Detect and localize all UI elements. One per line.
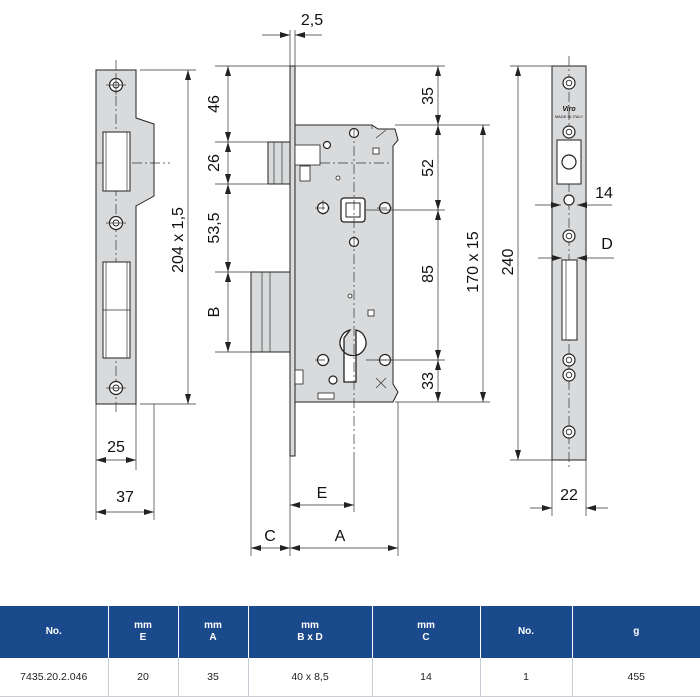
upper-52-label: 52: [420, 159, 437, 177]
cell-article-number: 7435.20.2.046: [0, 658, 109, 697]
cell-c: 14: [372, 658, 481, 697]
forend: [289, 65, 296, 457]
bolt-b-label: B: [206, 307, 223, 318]
dim-a-label: A: [335, 528, 346, 545]
thickness-label: 2,5: [301, 12, 323, 29]
col-header-number: No.: [0, 606, 109, 658]
dim-e-label: E: [317, 485, 328, 502]
cell-bxd: 40 x 8,5: [248, 658, 373, 697]
brand-logo: Viro: [562, 106, 576, 113]
strike-d-label: D: [601, 236, 613, 253]
lower-33-label: 33: [420, 372, 437, 390]
plate-length-label: 204 x 1,5: [170, 207, 187, 273]
total-240-label: 240: [500, 249, 517, 276]
dim-left-stack: 46 26 53,5 B: [206, 65, 290, 353]
dim-strike-22: 22: [530, 460, 608, 516]
strike-22-label: 22: [560, 487, 578, 504]
plate-37-label: 37: [116, 489, 134, 506]
lock-technical-drawing: 204 x 1,5 25 37: [95, 12, 614, 556]
dim-c-label: C: [264, 528, 276, 545]
cell-weight: 455: [572, 658, 700, 697]
table-row: 7435.20.2.046 20 35 40 x 8,5 14 1 455: [0, 658, 700, 697]
brand-origin: MADE IN ITALY: [555, 114, 584, 119]
latch-bolt: [267, 141, 291, 185]
dead-bolt: [250, 271, 291, 353]
latch-height-label: 26: [206, 154, 223, 172]
dim-right-stack: 35 52 85 33: [295, 65, 490, 403]
col-header-weight: g: [572, 606, 700, 658]
cell-qty: 1: [480, 658, 573, 697]
dim-strike-14: 14: [535, 185, 613, 208]
dim-bottom-stack: E C A: [250, 352, 399, 556]
dim-plate-25: 25: [95, 404, 137, 470]
top-offset-label: 46: [206, 95, 223, 113]
forend-plate: Viro MADE IN ITALY: [551, 56, 587, 470]
plate-25-label: 25: [107, 439, 125, 456]
dim-thickness: 2,5: [262, 12, 323, 66]
dim-strike-d: D: [538, 236, 614, 261]
mid-85-label: 85: [420, 265, 437, 283]
dim-plate-37: 37: [95, 404, 155, 520]
dim-plate-length: 204 x 1,5: [140, 69, 196, 405]
dim-total-240: 240: [500, 65, 552, 461]
latch-to-key-label: 53,5: [206, 212, 223, 243]
upper-35-label: 35: [420, 87, 437, 105]
face-plate: [95, 60, 170, 414]
cell-e: 20: [108, 658, 179, 697]
body-170-label: 170 x 15: [465, 231, 482, 292]
strike-14-label: 14: [595, 185, 613, 202]
cell-a: 35: [178, 658, 249, 697]
col-header-qty: No.: [480, 606, 573, 658]
lock-case: [294, 124, 399, 460]
dim-body-170: 170 x 15: [465, 125, 486, 402]
